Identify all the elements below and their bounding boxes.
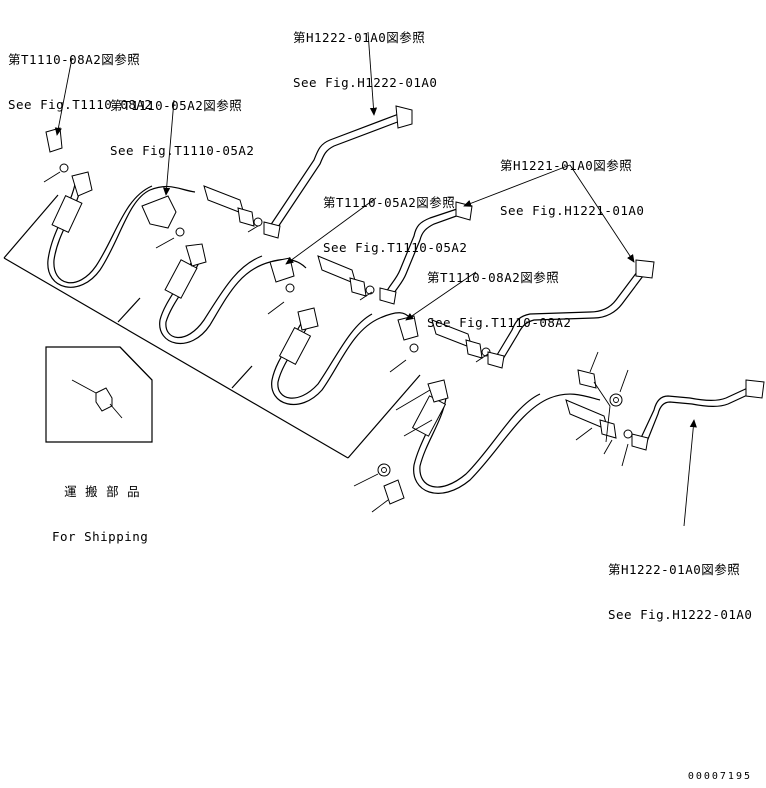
callout-4-en: See Fig.H1221-01A0 [500,203,645,218]
shipping-label-en: For Shipping [52,529,149,544]
callout-5-jp: 第T1110-05A2図参照 [323,195,456,210]
callout-7: 第H1222-01A0図参照 See Fig.H1222-01A0 [608,532,752,637]
callout-2-jp: 第T1110-05A2図参照 [110,98,243,113]
hose-4 [353,315,601,513]
callout-3: 第H1222-01A0図参照 See Fig.H1222-01A0 [293,0,437,105]
shipping-label-jp: 運 搬 部 品 [64,484,141,499]
callout-2-en: See Fig.T1110-05A2 [110,143,255,158]
shipping-label: 運 搬 部 品 For Shipping [52,454,148,559]
tube-3 [487,259,655,369]
callout-4: 第H1221-01A0図参照 See Fig.H1221-01A0 [500,128,644,233]
callout-1-en: See Fig.T1110-08A2 [8,97,153,112]
shipping-clip-part [71,379,123,419]
callout-7-en: See Fig.H1222-01A0 [608,607,753,622]
callout-7-jp: 第H1222-01A0図参照 [608,562,741,577]
callout-5-en: See Fig.T1110-05A2 [323,240,468,255]
callout-6-jp: 第T1110-08A2図参照 [427,270,560,285]
hose-3 [267,255,411,406]
drawing-code: 00007195 [687,771,752,782]
callout-3-jp: 第H1222-01A0図参照 [293,30,426,45]
tube-2 [379,201,473,305]
callout-4-jp: 第H1221-01A0図参照 [500,158,633,173]
callout-1-jp: 第T1110-08A2図参照 [8,52,141,67]
leader-arrows [54,31,697,527]
shipping-box [45,346,153,443]
callout-6-en: See Fig.T1110-08A2 [427,315,572,330]
callout-6: 第T1110-08A2図参照 See Fig.T1110-08A2 [427,240,571,345]
callout-2: 第T1110-05A2図参照 See Fig.T1110-05A2 [110,68,254,173]
callout-1: 第T1110-08A2図参照 See Fig.T1110-08A2 [8,22,152,127]
hose-5-fittings [565,351,633,467]
hose-1 [43,127,196,288]
assembly-panel-outline [3,194,421,459]
tube-1 [263,105,413,239]
tube-4 [631,379,765,451]
callout-5: 第T1110-05A2図参照 See Fig.T1110-05A2 [323,165,467,270]
callout-3-en: See Fig.H1222-01A0 [293,75,438,90]
